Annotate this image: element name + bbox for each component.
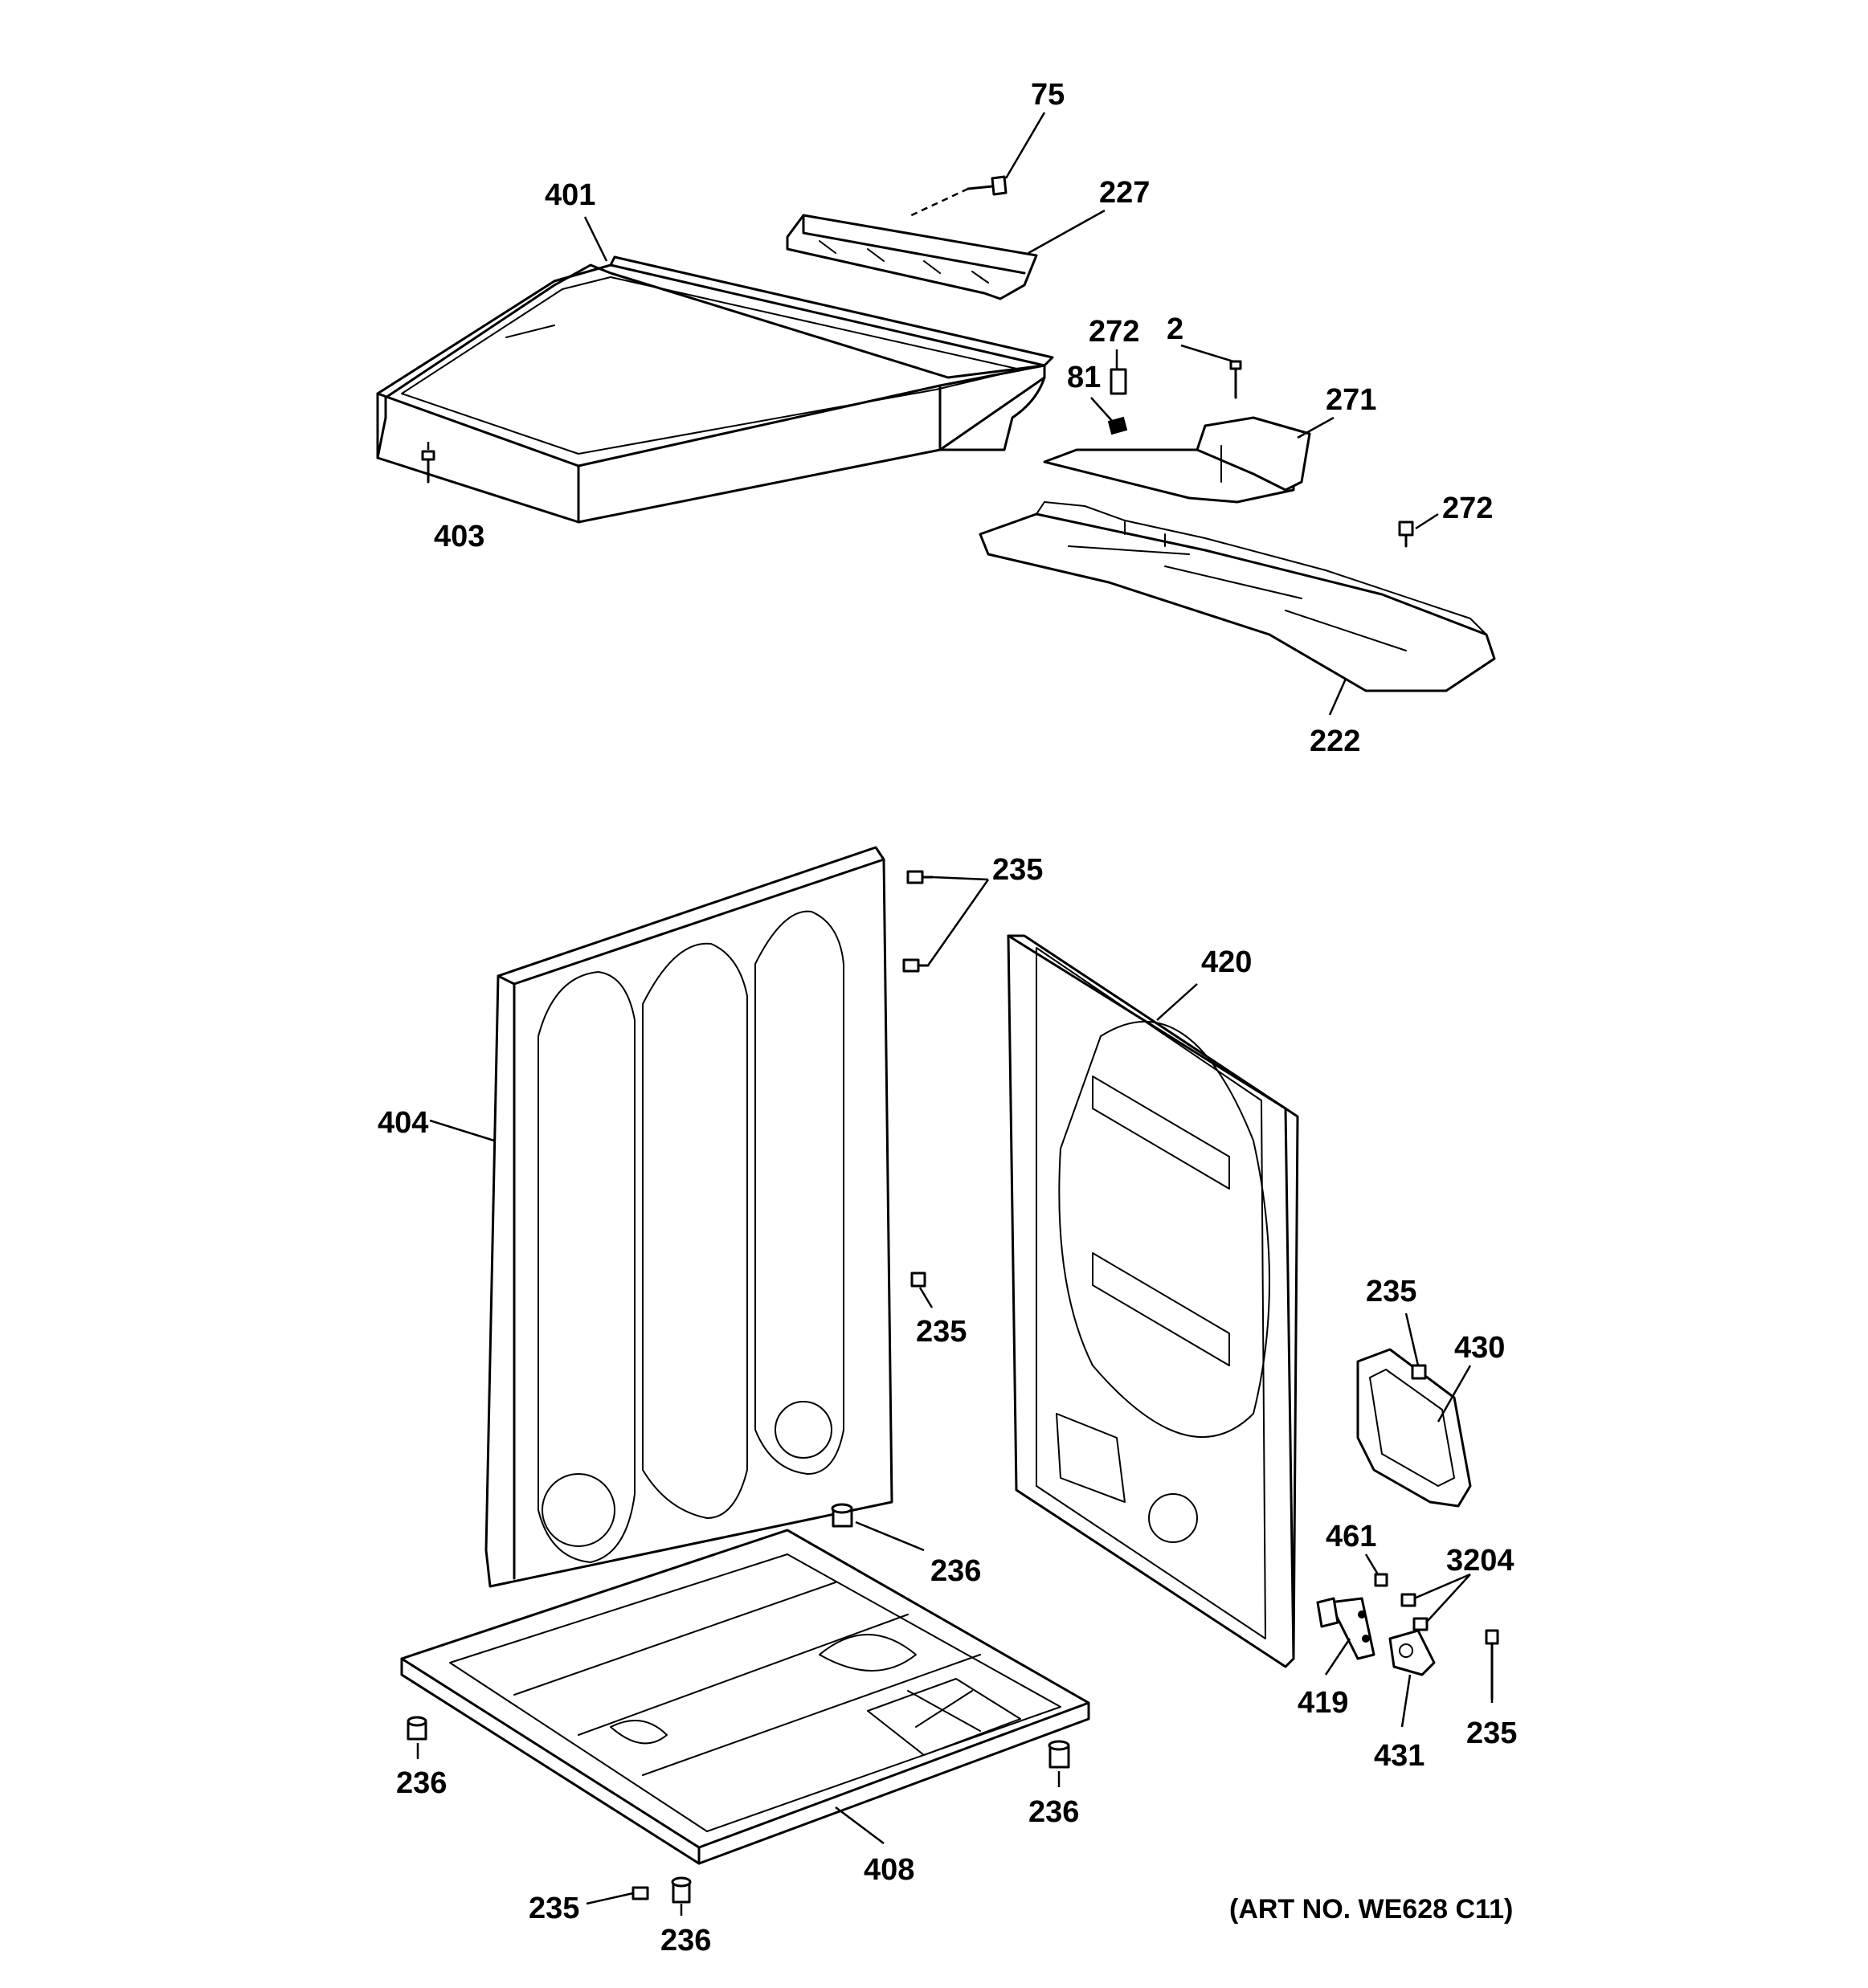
clip-81: [1090, 397, 1128, 435]
screw-2: [1229, 360, 1242, 399]
foot-236-a: [831, 1503, 853, 1528]
callout-272-right: 272: [1442, 492, 1493, 525]
foot-236-b: [407, 1716, 427, 1741]
callout-81: 81: [1067, 361, 1101, 394]
callout-236-a: 236: [930, 1554, 981, 1588]
callout-3204: 3204: [1446, 1544, 1514, 1578]
callout-408: 408: [864, 1853, 914, 1887]
callout-420: 420: [1201, 945, 1252, 979]
callout-272-top: 272: [1089, 315, 1139, 349]
screw-272-right: [1398, 520, 1414, 548]
art-number: (ART NO. WE628 C11): [1229, 1894, 1513, 1925]
rear-panel-420-part: [1007, 934, 1299, 1668]
callout-236-d: 236: [660, 1924, 711, 1957]
callout-401: 401: [545, 178, 595, 212]
screw-235-bottom: [632, 1886, 649, 1900]
foot-236-d: [671, 1876, 692, 1904]
callout-430: 430: [1454, 1331, 1505, 1365]
callout-227: 227: [1099, 176, 1150, 210]
base-408-part: [400, 1529, 1090, 1865]
callout-461: 461: [1326, 1520, 1376, 1553]
callout-236-c: 236: [1028, 1795, 1079, 1829]
bracket-431-part: [1388, 1629, 1436, 1676]
callout-235-431: 235: [1466, 1717, 1517, 1750]
callout-271: 271: [1326, 383, 1376, 417]
bracket-227-part: [786, 214, 1038, 300]
screw-235-top-b: [902, 958, 930, 973]
screw-75: [907, 175, 1008, 218]
screw-461: [1374, 1573, 1388, 1587]
callout-236-b: 236: [396, 1766, 447, 1800]
callout-419: 419: [1298, 1686, 1348, 1720]
callout-431: 431: [1374, 1739, 1425, 1773]
leader-lines: [416, 112, 1494, 1916]
cover-271-part: [1043, 416, 1311, 504]
screw-235-top-a: [906, 870, 934, 884]
side-panel-404-part: [484, 846, 893, 1588]
callout-2: 2: [1167, 312, 1183, 346]
callout-235-bottom: 235: [529, 1892, 579, 1925]
callout-235-430: 235: [1366, 1275, 1416, 1308]
callout-235-mid: 235: [916, 1315, 967, 1349]
screw-235-mid: [910, 1272, 926, 1288]
foot-236-c: [1048, 1740, 1070, 1769]
callout-222: 222: [1310, 725, 1360, 758]
callout-403: 403: [434, 520, 484, 553]
callout-75: 75: [1031, 78, 1065, 112]
screw-403: [421, 450, 435, 484]
rail-222-part: [979, 501, 1496, 692]
screws-3204: [1400, 1593, 1429, 1631]
top-panel-part: [376, 255, 1054, 524]
screw-235-431: [1485, 1629, 1499, 1700]
callout-235-top: 235: [992, 853, 1043, 887]
callout-404: 404: [378, 1106, 428, 1140]
bracket-419-part: [1316, 1597, 1375, 1660]
screw-235-430: [1411, 1364, 1427, 1380]
screw-272-top: [1110, 368, 1127, 395]
